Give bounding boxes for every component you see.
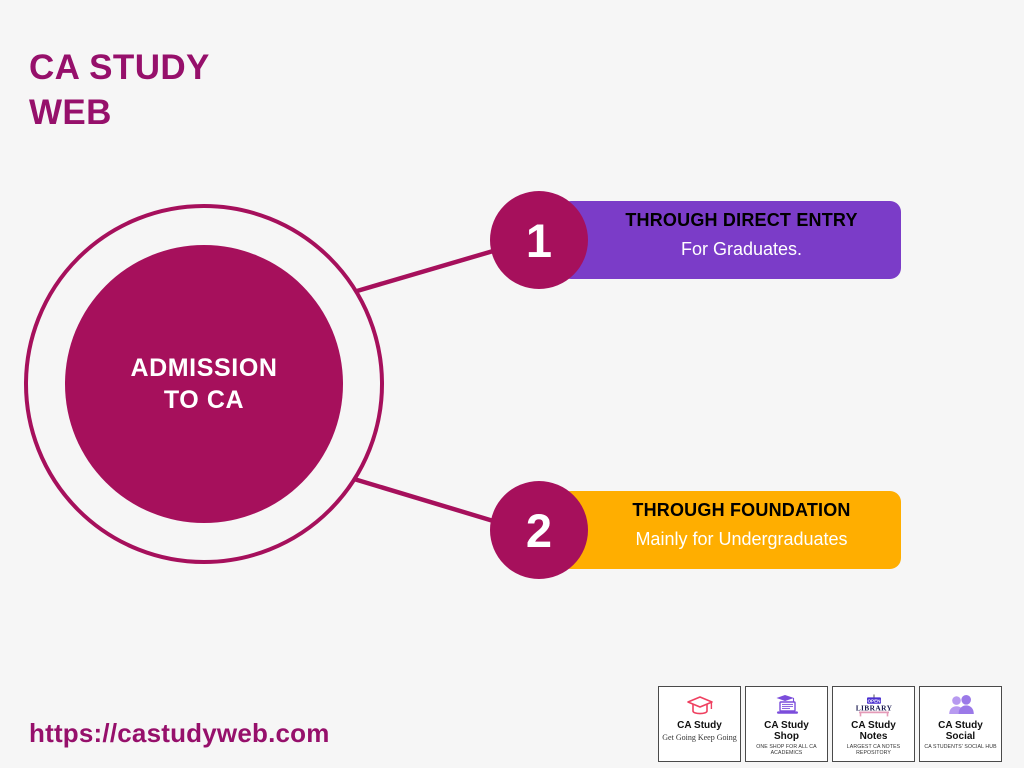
logo-name-ca-study-notes: CA Study Notes [851, 720, 896, 743]
graduation-cap-icon [686, 692, 714, 718]
logo-card-ca-study[interactable]: CA Study Get Going Keep Going [658, 686, 741, 762]
open-library-sign-icon: OPEN LIBRARY [856, 692, 892, 718]
branch-number-1: 1 [525, 213, 553, 267]
branch-card-2[interactable]: THROUGH FOUNDATION Mainly for Undergradu… [560, 491, 901, 569]
branch-card-1[interactable]: THROUGH DIRECT ENTRY For Graduates. [560, 201, 901, 279]
branch-title-2: THROUGH FOUNDATION [632, 500, 851, 520]
page-title: CA STUDY WEB [29, 48, 210, 132]
logo-name-ca-study: CA Study [677, 720, 722, 731]
logo-name-ca-study-social: CA Study Social [938, 720, 983, 743]
svg-text:OPEN: OPEN [867, 698, 881, 703]
logo-tagline-ca-study: Get Going Keep Going [662, 733, 737, 743]
branch-subtitle-1: For Graduates. [680, 239, 803, 259]
branch-subtitle-2: Mainly for Undergraduates [635, 529, 848, 549]
branch-badge-2: 2 [490, 481, 588, 579]
branch-badge-1: 1 [490, 191, 588, 289]
logo-card-ca-study-notes[interactable]: OPEN LIBRARY CA Study Notes LARGEST CA N… [832, 686, 915, 762]
hub-core-circle: ADMISSION TO CA [65, 245, 343, 523]
laptop-cap-icon [772, 692, 802, 718]
hub-outer-ring [24, 204, 384, 564]
footer-logo-strip: CA Study Get Going Keep Going CA Study S… [658, 686, 1002, 762]
people-icon [946, 692, 976, 718]
central-hub: ADMISSION TO CA [24, 204, 384, 564]
hub-label: ADMISSION TO CA [130, 353, 278, 415]
logo-tagline-ca-study-social: CA STUDENTS' SOCIAL HUB [924, 744, 997, 751]
branch-number-2: 2 [525, 503, 553, 557]
svg-text:LIBRARY: LIBRARY [856, 703, 892, 712]
website-url[interactable]: https://castudyweb.com [29, 718, 330, 748]
logo-card-ca-study-shop[interactable]: CA Study Shop ONE SHOP FOR ALL CA ACADEM… [745, 686, 828, 762]
branch-title-1: THROUGH DIRECT ENTRY [625, 210, 858, 230]
logo-name-ca-study-shop: CA Study Shop [764, 720, 809, 743]
logo-tagline-ca-study-notes: LARGEST CA NOTES REPOSITORY [846, 744, 901, 757]
logo-tagline-ca-study-shop: ONE SHOP FOR ALL CA ACADEMICS [756, 744, 817, 757]
logo-card-ca-study-social[interactable]: CA Study Social CA STUDENTS' SOCIAL HUB [919, 686, 1002, 762]
